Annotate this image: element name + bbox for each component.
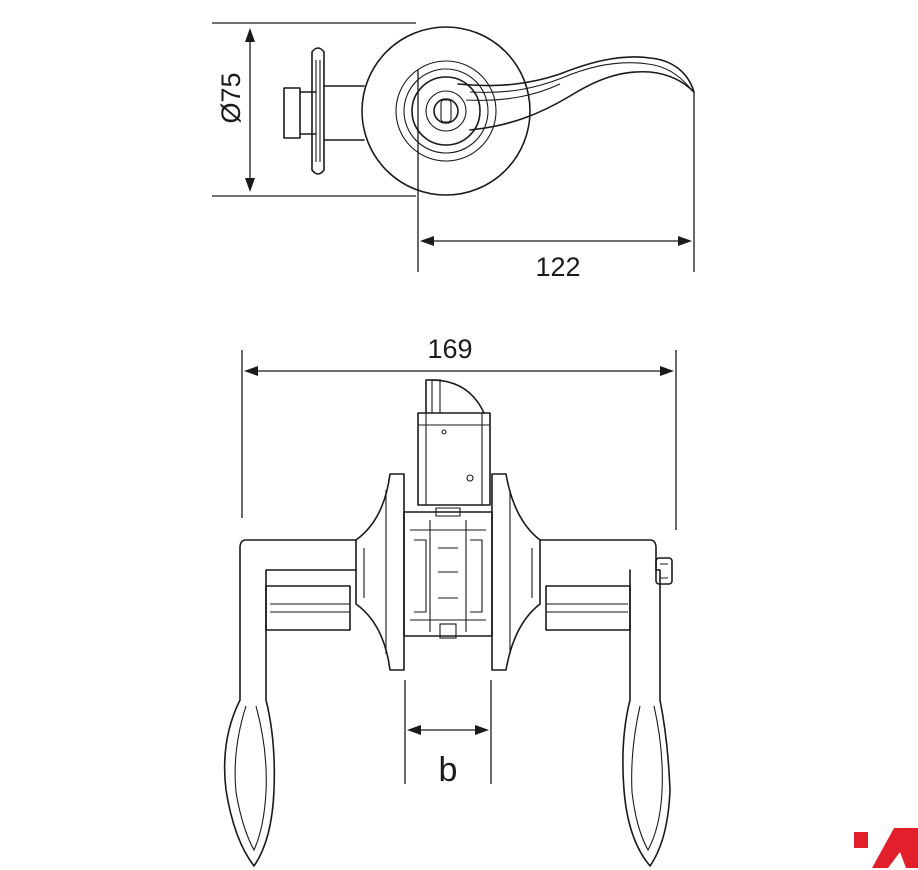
latch-stub: [283, 87, 317, 139]
rose-ring: [395, 60, 497, 162]
door-thickness-label: b: [439, 751, 458, 789]
side-elevation-view: [283, 26, 695, 196]
lever-right: [539, 539, 671, 867]
latch-housing: [417, 412, 491, 506]
rose-outer: [361, 26, 531, 196]
projection-label: 122: [535, 252, 580, 282]
diameter-dimension: Ø75: [212, 22, 416, 197]
lever-left: [223, 539, 357, 867]
plan-view: [223, 379, 673, 867]
thumb-turn: [433, 98, 459, 124]
projection-dimension: 122: [417, 70, 695, 282]
width-label: 169: [427, 334, 472, 364]
rose-left: [355, 473, 405, 671]
diameter-label: Ø75: [216, 72, 246, 123]
backplate: [311, 47, 325, 175]
door-thickness-dimension: b: [404, 680, 492, 789]
brand-logo-icon: [854, 828, 918, 868]
chassis: [403, 511, 493, 637]
width-dimension: 169: [241, 334, 677, 530]
rose-right: [491, 473, 541, 671]
sleeve-left: [265, 585, 351, 631]
spindle: [323, 85, 365, 141]
sleeve-right: [545, 585, 631, 631]
privacy-button: [655, 557, 673, 585]
latch-bolt: [425, 379, 485, 414]
